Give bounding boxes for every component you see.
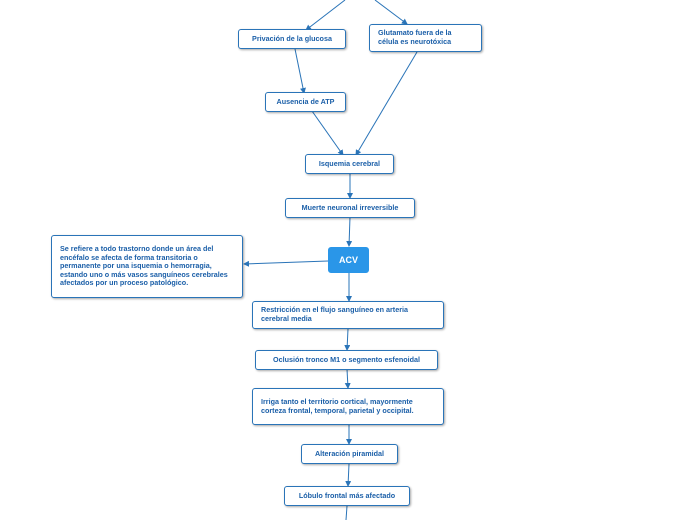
node-restriccion-flujo[interactable]: Restricción en el flujo sanguíneo en art… bbox=[252, 301, 444, 329]
node-muerte-neuronal[interactable]: Muerte neuronal irreversible bbox=[285, 198, 415, 218]
connector-glutamato-to-isquemia bbox=[355, 51, 418, 156]
connector-alteracion-to-lobulo bbox=[345, 463, 352, 487]
connector-restriccion-to-oclusion bbox=[344, 328, 351, 351]
node-oclusion-tronco[interactable]: Oclusión tronco M1 o segmento esfenoidal bbox=[255, 350, 438, 370]
connector-top-to-glutamato bbox=[374, 0, 408, 25]
node-lobulo-frontal[interactable]: Lóbulo frontal más afectado bbox=[284, 486, 410, 506]
node-ausencia-atp[interactable]: Ausencia de ATP bbox=[265, 92, 346, 112]
connector-privacion-to-atp bbox=[294, 48, 306, 94]
connector-oclusion-to-irriga bbox=[344, 368, 351, 389]
node-glutamato-neurotoxico[interactable]: Glutamato fuera de la célula es neurotóx… bbox=[369, 24, 482, 52]
connector-atp-to-isquemia bbox=[311, 110, 344, 156]
node-isquemia-cerebral[interactable]: Isquemia cerebral bbox=[305, 154, 394, 174]
node-definicion-acv[interactable]: Se refiere a todo trastorno donde un áre… bbox=[51, 235, 243, 298]
node-privacion-glucosa[interactable]: Privación de la glucosa bbox=[238, 29, 346, 49]
connector-top-to-privacion bbox=[305, 0, 346, 31]
connector-acv-to-definicion bbox=[243, 260, 329, 267]
node-irriga-territorio[interactable]: Irriga tanto el territorio cortical, may… bbox=[252, 388, 444, 425]
connector-lobulo-down bbox=[345, 505, 348, 520]
node-alteracion-piramidal[interactable]: Alteración piramidal bbox=[301, 444, 398, 464]
node-acv[interactable]: ACV bbox=[328, 247, 369, 273]
connector-muerte-to-acv bbox=[346, 216, 353, 247]
